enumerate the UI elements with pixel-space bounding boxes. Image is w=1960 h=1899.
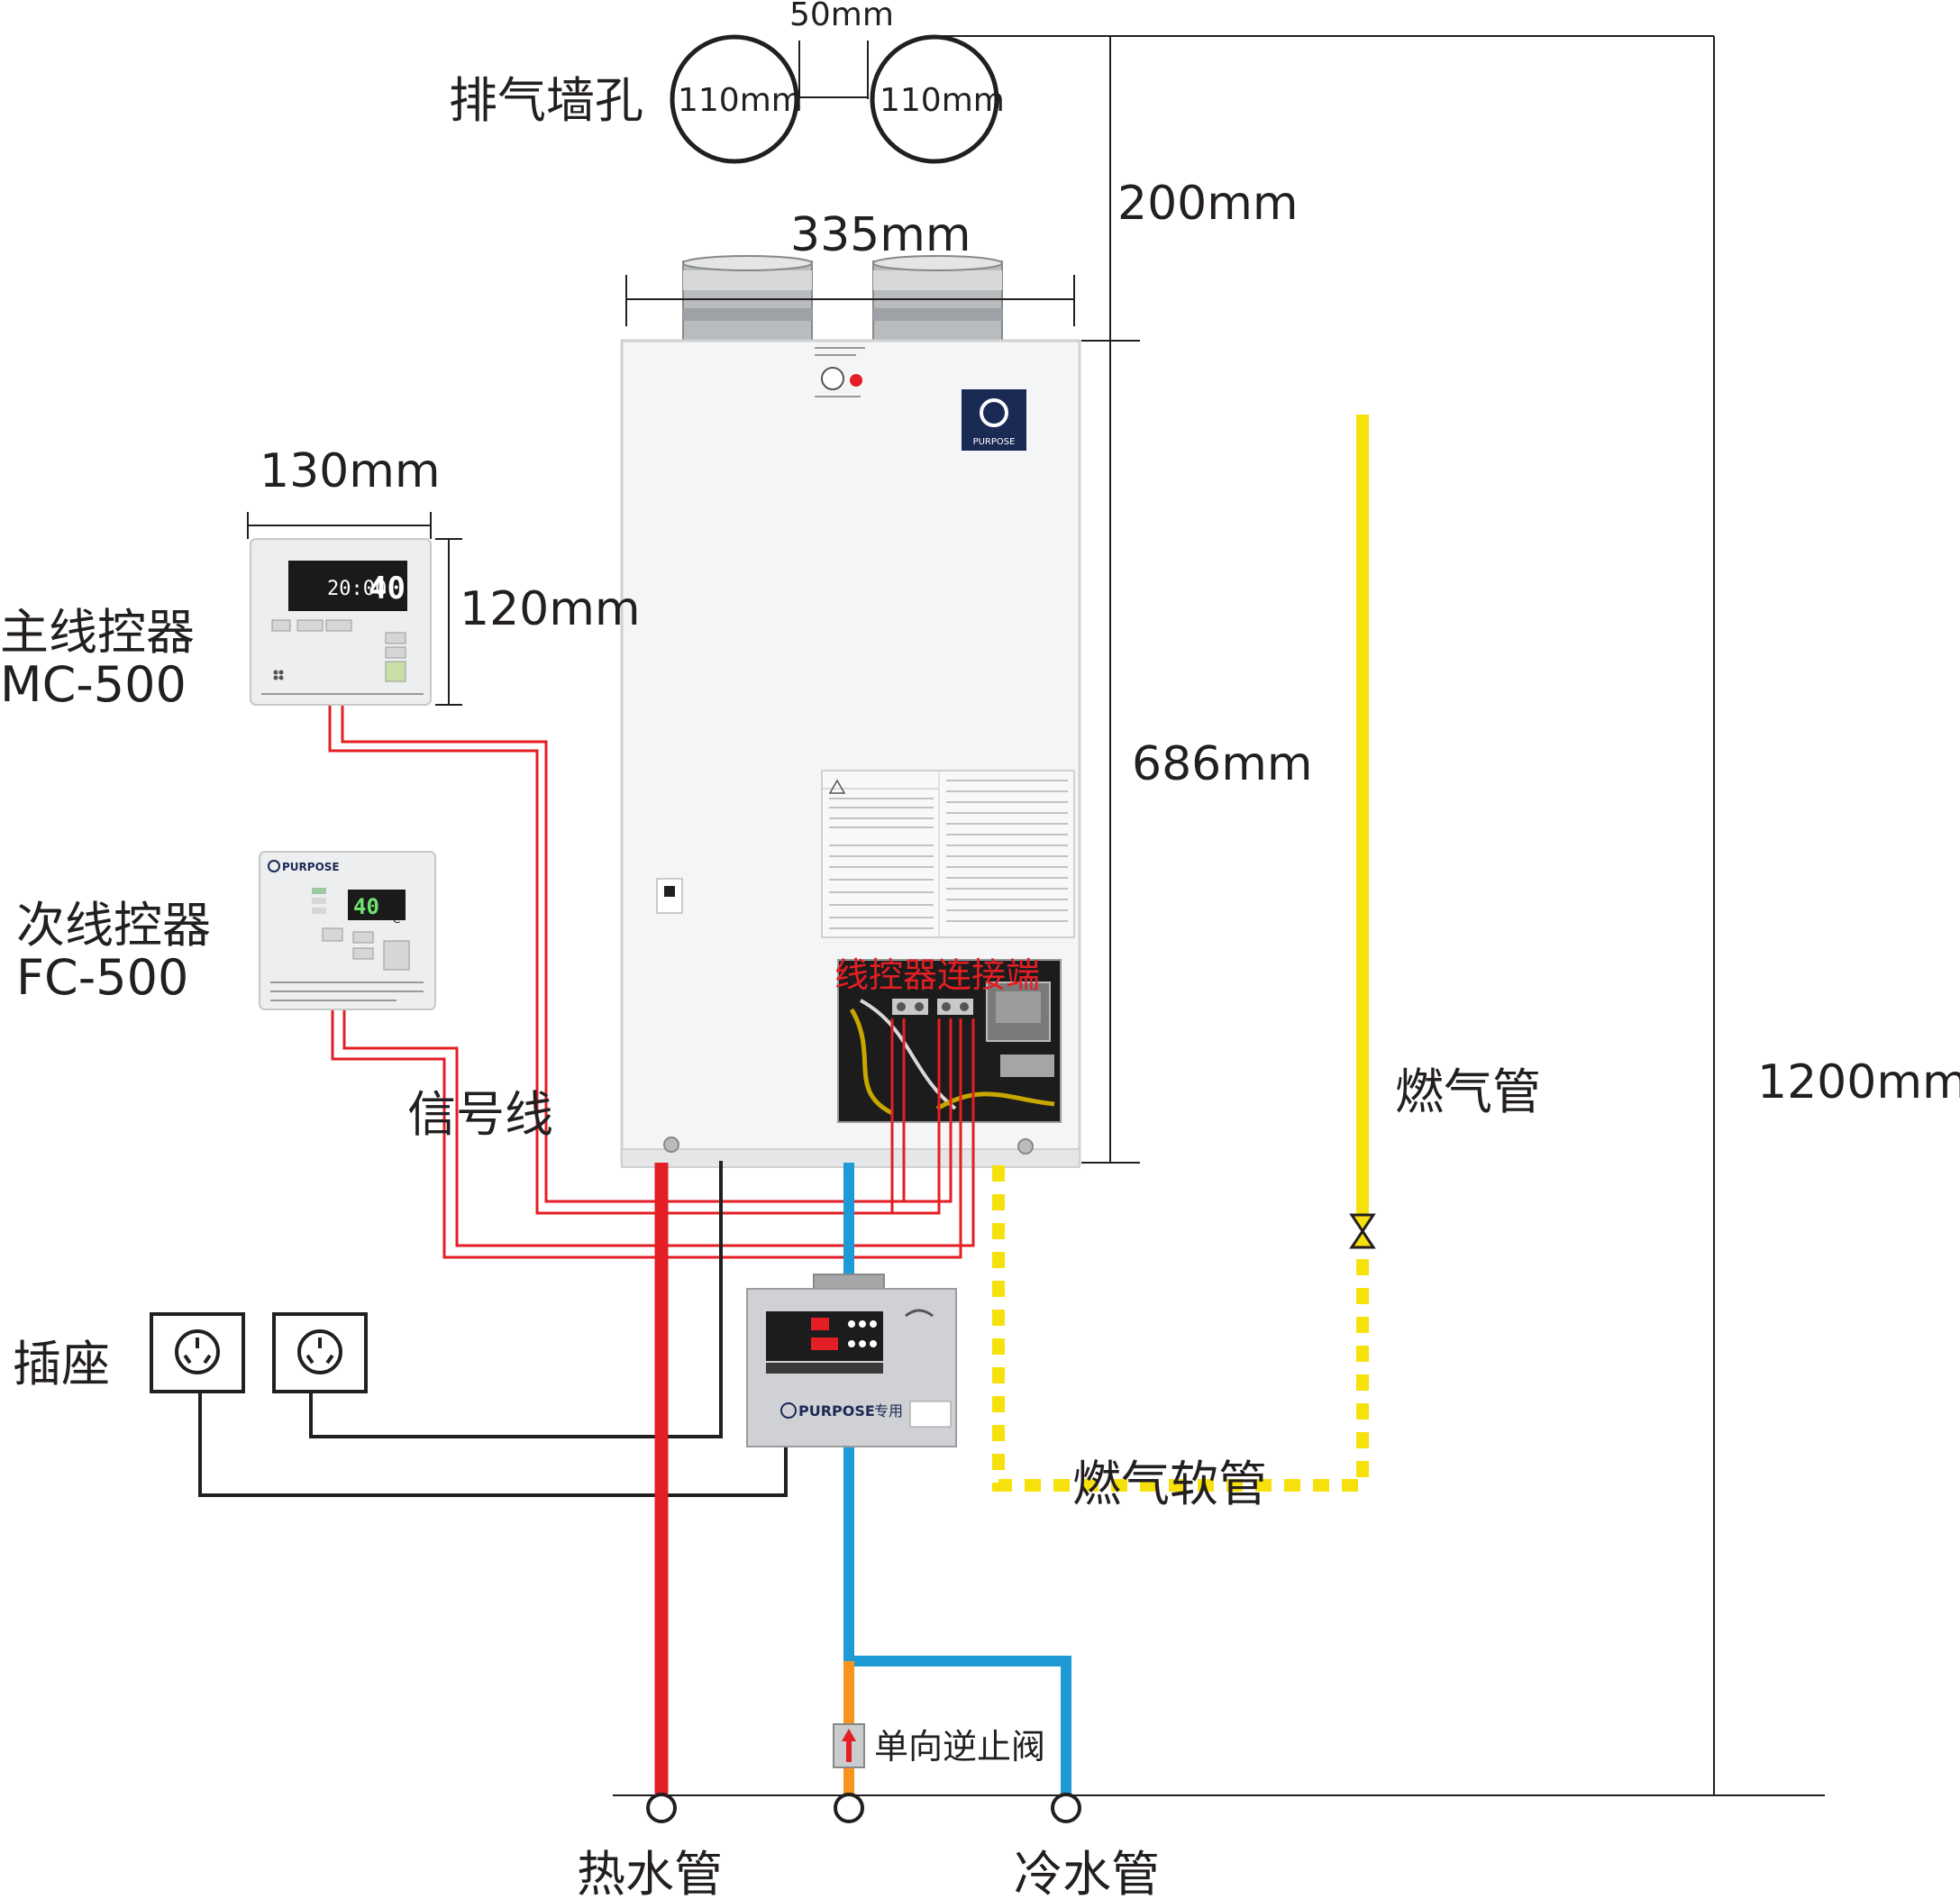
vent-label: 排气墙孔 <box>449 72 643 129</box>
main-controller-display-temp: 40 <box>369 571 406 607</box>
sub-controller-unit: ℃ <box>388 913 400 926</box>
main-controller-display-time: 20:00 <box>327 578 387 600</box>
heater-brand-text: PURPOSE <box>973 437 1016 447</box>
sub-controller-brand: PURPOSE <box>282 861 340 873</box>
gas-pipe-label: 燃气管 <box>1395 1064 1541 1120</box>
sub-controller-button-run[interactable] <box>383 940 410 971</box>
power-sockets: 插座 <box>13 1312 368 1393</box>
main-controller-button-buzzer[interactable] <box>325 619 352 632</box>
mount-screw-left <box>663 1137 679 1153</box>
check-valve: 单向逆止阀 <box>833 1723 1045 1768</box>
power-switch-button <box>664 886 675 897</box>
main-controller-button-program[interactable] <box>296 619 324 632</box>
main-controller-model: MC-500 <box>0 656 187 713</box>
sub-controller-model: FC-500 <box>16 949 188 1006</box>
no-touch-icon <box>850 374 862 387</box>
signal-wire-sub-b <box>342 1010 975 1247</box>
main-controller-button-settings[interactable] <box>271 619 291 632</box>
main-controller-width-label: 130mm <box>260 444 441 498</box>
sub-controller-indicator-3 <box>312 908 326 914</box>
sub-controller-button-up[interactable] <box>352 931 374 944</box>
warning-label <box>821 770 1075 938</box>
sub-controller-button-mode[interactable] <box>322 927 343 942</box>
socket-1 <box>150 1312 245 1393</box>
terminal-label: 线控器连接端 <box>834 955 1040 995</box>
sub-controller-display <box>348 890 406 920</box>
gas-pipes: 燃气管 燃气软管 <box>992 415 1541 1512</box>
gas-valve-icon <box>1349 1213 1376 1249</box>
controller-terminal-compartment: 线控器连接端 <box>834 955 1062 1123</box>
hot-water-outlet <box>646 1793 677 1823</box>
pump-unit-brand: PURPOSE <box>798 1402 875 1420</box>
cold-water-pipe-branch <box>849 1656 1071 1794</box>
dimension-frame: 200mm 686mm 1200mm <box>613 35 1960 1796</box>
power-switch[interactable] <box>656 878 683 914</box>
signal-wire-main-a <box>328 706 941 1215</box>
heater-width-label: 335mm <box>790 208 971 262</box>
sub-controller-display-temp: 40 <box>353 894 379 919</box>
circulation-pump-unit: PURPOSE 专用 <box>746 1274 957 1447</box>
power-cord-heater <box>309 1161 723 1438</box>
socket-1-outlet-icon <box>175 1329 220 1374</box>
sub-controller: PURPOSE 40 ℃ 次线控器 FC-500 <box>16 851 436 1010</box>
pump-unit-suffix: 专用 <box>874 1402 903 1420</box>
sub-controller-button-down[interactable] <box>352 947 374 960</box>
check-valve-arrow-icon <box>842 1729 856 1762</box>
vent-hole-left <box>670 34 799 164</box>
pump-unit-display-2 <box>811 1338 838 1350</box>
gas-hose-label: 燃气软管 <box>1072 1456 1267 1512</box>
flue-pipe-left <box>682 255 813 342</box>
warning-triangle-icon <box>828 779 846 794</box>
main-controller-title: 主线控器 <box>0 604 195 661</box>
total-height-label: 1200mm <box>1757 1055 1960 1109</box>
pump-unit-logo-icon <box>780 1402 797 1419</box>
signal-wires <box>328 706 975 1259</box>
hot-water-label: 热水管 <box>577 1846 723 1899</box>
pump-unit-maker-icon <box>905 1309 934 1318</box>
heater-height-label: 686mm <box>1132 737 1313 791</box>
socket-2-outlet-icon <box>297 1329 342 1374</box>
pump-unit-spec-label <box>909 1401 952 1428</box>
signal-wire-sub-a <box>331 1010 962 1259</box>
gas-hose <box>992 1163 1369 1492</box>
socket-2 <box>272 1312 368 1393</box>
sub-controller-body <box>259 851 436 1010</box>
water-heater: 335mm PURPOSE <box>620 208 1081 1168</box>
sub-controller-indicator-2 <box>312 898 326 904</box>
signal-wire-main-b <box>341 706 953 1203</box>
vent-hole-left-size: 110mm <box>678 82 803 119</box>
water-pipes: 热水管 冷水管 <box>577 1163 1160 1899</box>
pump-unit-button-row[interactable] <box>766 1363 883 1374</box>
power-cord-pump <box>198 1392 788 1497</box>
main-controller-button-down[interactable] <box>385 646 406 659</box>
vent-hole-right <box>870 34 999 164</box>
sub-controller-title: 次线控器 <box>16 897 211 954</box>
main-controller: 130mm 120mm 20:00 40 主线控器 MC-500 <box>0 444 641 713</box>
check-valve-label: 单向逆止阀 <box>874 1727 1045 1767</box>
pump-unit-display-1 <box>811 1318 829 1330</box>
sub-controller-indicator-1 <box>312 888 326 894</box>
cold-water-outlet <box>1051 1793 1081 1823</box>
power-cords <box>198 1161 788 1497</box>
top-clearance-label: 200mm <box>1117 177 1299 231</box>
return-water-outlet <box>834 1793 864 1823</box>
signal-wire-label: 信号线 <box>407 1086 553 1143</box>
safety-icon <box>821 367 844 390</box>
main-controller-button-up[interactable] <box>385 632 406 644</box>
cold-water-label: 冷水管 <box>1014 1846 1160 1899</box>
vent-gap-label: 50mm <box>789 0 894 33</box>
main-controller-height-label: 120mm <box>460 582 641 636</box>
vent-hole-right-size: 110mm <box>880 82 1005 119</box>
flue-pipe-right <box>872 255 1003 342</box>
socket-label: 插座 <box>13 1336 110 1392</box>
main-controller-display <box>288 561 407 611</box>
vent-wall-holes: 排气墙孔 110mm 110mm 50mm <box>449 0 1005 164</box>
mount-screw-right <box>1017 1138 1034 1155</box>
sub-controller-logo-icon <box>268 860 280 872</box>
main-controller-button-run[interactable] <box>385 661 406 682</box>
